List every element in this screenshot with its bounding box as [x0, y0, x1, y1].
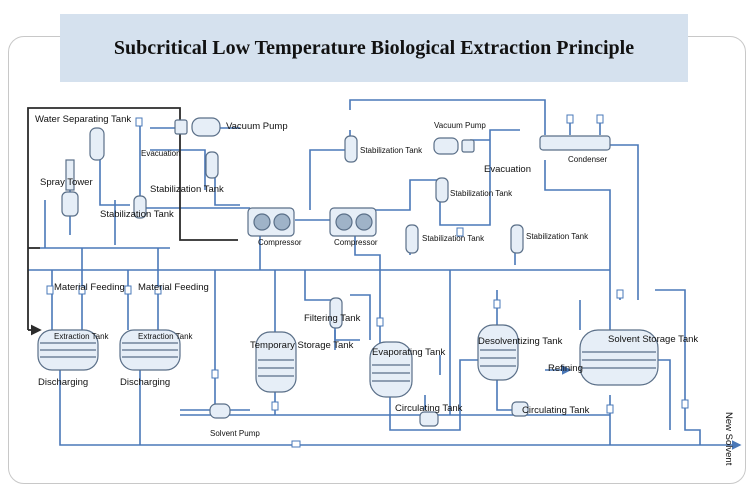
diagram-frame	[8, 36, 746, 484]
stabilization-tank-mid	[205, 151, 219, 179]
label-stabilization-tank-left: Stabilization Tank	[100, 209, 174, 220]
equipment	[37, 117, 659, 427]
label-new-solvent: New Solvent	[723, 412, 734, 466]
desolventizing-tank-unit	[477, 324, 519, 381]
label-extraction-tank-left: Extraction Tank	[54, 332, 110, 341]
extraction-tank-left-unit	[37, 329, 99, 371]
label-material-feeding-right: Material Feeding	[138, 282, 209, 293]
label-stabilization-tank-r3: Stabilization Tank	[526, 232, 589, 241]
spray-tower	[61, 191, 79, 217]
compressor-right-unit	[329, 207, 377, 237]
label-stabilization-tank-r1: Stabilization Tank	[450, 189, 513, 198]
solvent-pump-unit	[209, 403, 231, 419]
circulating-tank-right-unit	[511, 401, 529, 417]
label-desolventizing-tank: Desolventizing Tank	[478, 336, 563, 347]
stabilization-tank-r2	[405, 224, 419, 254]
label-refining: Refining	[548, 363, 583, 374]
label-spray-tower: Spray Tower	[40, 177, 93, 188]
label-condenser: Condenser	[568, 155, 607, 164]
label-stabilization-tank-mid: Stabilization Tank	[150, 184, 224, 195]
stabilization-tank-r3	[510, 224, 524, 254]
label-discharging-left: Discharging	[38, 377, 88, 388]
label-evacuation-right: Evacuation	[484, 164, 531, 175]
label-evaporating-tank: Evaporating Tank	[372, 347, 445, 358]
solvent-storage-tank-unit	[579, 329, 659, 386]
extraction-tank-right-unit	[119, 329, 181, 371]
label-material-feeding-left: Material Feeding	[54, 282, 125, 293]
label-temporary-storage-tank: Temporary Storage Tank	[250, 340, 354, 351]
label-vacuum-pump-right: Vacuum Pump	[434, 121, 486, 130]
filtering-tank-unit	[329, 297, 343, 329]
labels: Water Separating Tank Vacuum Pump Evacua…	[35, 114, 734, 466]
label-discharging-right: Discharging	[120, 377, 170, 388]
compressor-left-unit	[247, 207, 295, 237]
label-circulating-tank-right: Circulating Tank	[522, 405, 590, 416]
label-circulating-tank-left: Circulating Tank	[395, 403, 463, 414]
title-banner: Subcritical Low Temperature Biological E…	[60, 14, 688, 82]
label-water-separating-tank: Water Separating Tank	[35, 114, 131, 125]
vacuum-pump-left	[174, 119, 188, 135]
label-evacuation-left: Evacuation	[141, 149, 181, 158]
water-separating-tank	[89, 127, 105, 161]
label-filtering-tank: Filtering Tank	[304, 313, 361, 324]
diagram-title: Subcritical Low Temperature Biological E…	[113, 36, 635, 59]
valves	[46, 114, 689, 448]
temporary-storage-tank-unit	[255, 331, 297, 393]
label-stabilization-tank-r2: Stabilization Tank	[422, 234, 485, 243]
stabilization-tank-r1	[435, 177, 449, 203]
condenser-unit	[539, 135, 611, 151]
label-compressor-right: Compressor	[334, 238, 378, 247]
vacuum-pump-right	[433, 137, 459, 155]
label-solvent-pump: Solvent Pump	[210, 429, 260, 438]
label-stabilization-tank-top: Stabilization Tank	[360, 146, 423, 155]
label-vacuum-pump-left: Vacuum Pump	[226, 121, 288, 132]
circulating-tank-left-unit	[419, 411, 439, 427]
label-extraction-tank-right: Extraction Tank	[138, 332, 194, 341]
stabilization-tank-left	[133, 195, 147, 219]
label-compressor-left: Compressor	[258, 238, 302, 247]
label-solvent-storage-tank: Solvent Storage Tank	[608, 334, 698, 345]
stabilization-tank-top	[344, 135, 358, 163]
dark-pipes	[27, 107, 238, 336]
pipes	[28, 99, 742, 450]
evaporating-tank-unit	[369, 341, 413, 398]
